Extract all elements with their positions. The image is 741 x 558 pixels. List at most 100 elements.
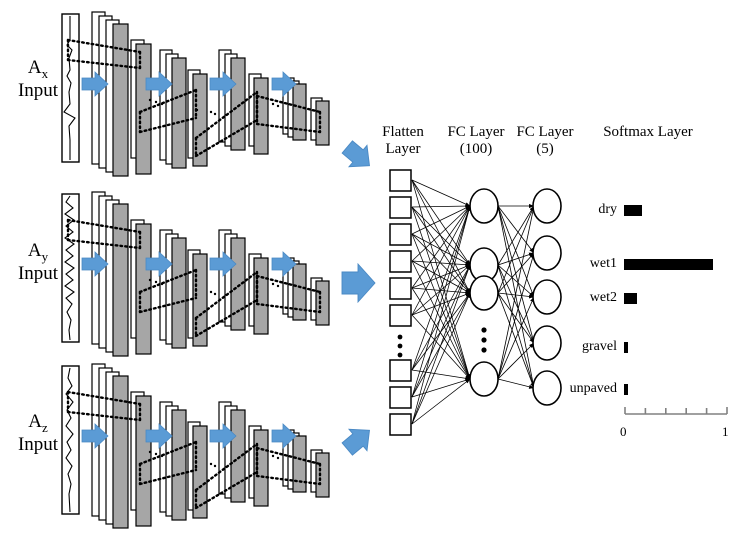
edges-fc100-to-fc5 <box>497 203 536 389</box>
input-label-az-main: A <box>28 411 42 432</box>
cnn-branch-az <box>61 363 330 529</box>
stage-ellipsis-ay <box>148 278 280 296</box>
conv-block-az-7 <box>282 429 307 493</box>
flatten-layer-ellipsis-icon <box>397 334 403 358</box>
branch-arrow-to-flatten-top <box>341 140 370 168</box>
input-signal-ay <box>61 193 80 343</box>
conv-block-ay-8 <box>310 277 330 326</box>
flatten-unit <box>389 169 412 192</box>
input-label-ay-line2: Input <box>17 262 59 284</box>
conv-block-ay-5 <box>218 229 246 331</box>
stage-arrow-az-2 <box>145 423 173 449</box>
receptive-field-links-az <box>66 390 322 510</box>
conv-block-ay-3 <box>159 229 187 349</box>
branch-arrow-to-flatten-middle <box>341 262 376 304</box>
flatten-unit <box>389 223 412 246</box>
edges-flatten-to-fc100 <box>411 179 471 425</box>
input-label-ax-sub: x <box>41 65 49 81</box>
softmax-bar-gravel <box>624 342 628 353</box>
stage-arrow-az-3 <box>209 423 237 449</box>
column-label-flatten: Flatten Layer <box>371 124 435 157</box>
column-label-flatten-line1: Flatten <box>382 124 424 140</box>
stage-arrow-ay-2 <box>145 251 173 277</box>
softmax-bar-dry <box>624 205 642 216</box>
column-label-fc5-line2: (5) <box>536 140 554 157</box>
conv-block-ax-6 <box>248 73 269 155</box>
flatten-unit <box>389 250 412 273</box>
receptive-field-links-ax <box>66 38 322 158</box>
input-label-ax: Ax Input <box>6 57 70 101</box>
fc5-unit <box>532 370 562 406</box>
conv-block-ay-1 <box>91 191 129 357</box>
axis-tick-label-1: 1 <box>722 424 729 439</box>
column-label-fc100: FC Layer (100) <box>440 124 512 157</box>
stage-arrow-ax-4 <box>271 71 297 97</box>
cnn-branch-ax <box>61 11 330 177</box>
input-signal-az <box>61 365 80 515</box>
conv-block-az-1 <box>91 363 129 529</box>
fc100-layer-units <box>469 188 499 397</box>
fc100-layer-ellipsis-icon <box>481 327 487 353</box>
input-label-ax-line2: Input <box>17 79 59 101</box>
conv-block-ax-5 <box>218 49 246 151</box>
fc5-unit <box>532 279 562 315</box>
stage-arrow-az-4 <box>271 423 297 449</box>
fc5-unit <box>532 325 562 361</box>
class-label-unpaved: unpaved <box>569 381 617 396</box>
input-label-ay: Ay Input <box>6 240 70 284</box>
stage-arrow-ay-1 <box>81 251 109 277</box>
stage-ellipsis-az <box>148 450 280 468</box>
column-label-fc5: FC Layer (5) <box>511 124 579 157</box>
fc100-unit <box>469 188 499 224</box>
flatten-layer-units <box>389 169 412 436</box>
conv-block-ay-6 <box>248 253 269 335</box>
flatten-unit <box>389 304 412 327</box>
stage-ellipsis-ax <box>148 98 280 116</box>
input-signal-ax <box>61 13 80 163</box>
fc5-unit <box>532 188 562 224</box>
flatten-unit <box>389 196 412 219</box>
softmax-bar-wet2 <box>624 293 637 304</box>
class-label-wet2: wet2 <box>589 290 617 305</box>
conv-block-az-6 <box>248 425 269 507</box>
column-label-fc100-line2: (100) <box>459 140 493 157</box>
input-label-ay-sub: y <box>41 248 49 264</box>
flatten-unit <box>389 359 412 382</box>
conv-block-ax-3 <box>159 49 187 169</box>
column-label-fc5-line1: FC Layer <box>516 124 574 140</box>
stage-arrow-ay-3 <box>209 251 237 277</box>
conv-block-ax-2 <box>130 39 152 175</box>
column-label-flatten-line2: Layer <box>385 140 421 157</box>
input-label-az-line2: Input <box>17 433 59 455</box>
softmax-bar-wet1 <box>624 259 713 270</box>
class-label-dry: dry <box>598 202 617 217</box>
softmax-axis <box>624 407 728 415</box>
input-label-ax-main: A <box>27 57 42 78</box>
conv-block-ax-7 <box>282 77 307 141</box>
stage-arrow-ax-2 <box>145 71 173 97</box>
cnn-branch-ay <box>61 191 330 357</box>
class-label-wet1: wet1 <box>589 256 617 271</box>
conv-block-ay-2 <box>130 219 152 355</box>
input-label-ay-main: A <box>27 240 42 261</box>
input-label-az-sub: z <box>41 419 48 435</box>
flatten-unit <box>389 413 412 436</box>
branch-arrow-to-flatten-bottom <box>341 428 370 456</box>
conv-block-az-3 <box>159 401 187 521</box>
fc100-unit <box>469 361 499 397</box>
axis-tick-label-0: 0 <box>620 424 627 439</box>
stage-arrow-az-1 <box>81 423 109 449</box>
conv-block-az-5 <box>218 401 246 503</box>
conv-block-az-2 <box>130 391 152 527</box>
column-label-softmax-line1: Softmax Layer <box>603 124 693 140</box>
flatten-unit <box>389 277 412 300</box>
softmax-bar-unpaved <box>624 384 628 395</box>
flatten-unit <box>389 386 412 409</box>
column-label-fc100-line1: FC Layer <box>447 124 505 140</box>
class-label-gravel: gravel <box>582 339 617 354</box>
fc5-layer-units <box>532 188 562 406</box>
fc5-unit <box>532 235 562 271</box>
receptive-field-links-ay <box>66 218 322 338</box>
